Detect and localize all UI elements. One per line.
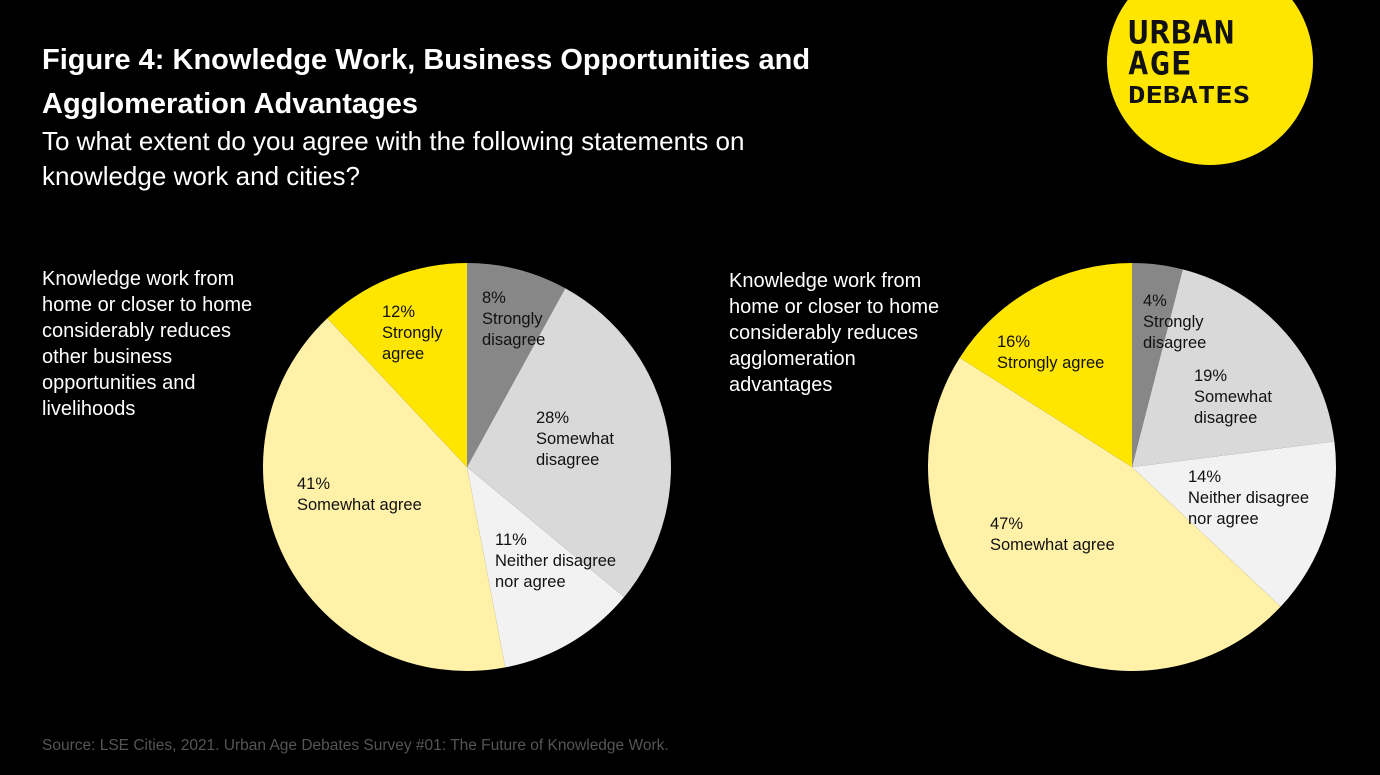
pie-2-slice-neither-disagree-nor-agree (1132, 441, 1336, 607)
data-label-value: 47% (990, 515, 1024, 533)
logo-line-1: URBAN (1128, 14, 1236, 53)
data-label-category: Somewhat agree (990, 536, 1115, 554)
pie-1-data-label: 41% Somewhat agree (297, 474, 422, 516)
data-label-value: 4% (1143, 292, 1167, 310)
pie-1-slice-somewhat-disagree (467, 288, 671, 598)
pie-1-slice-strongly-agree (327, 263, 467, 467)
pie-2-slice-strongly-agree (959, 263, 1132, 467)
figure-subtitle: To what extent do you agree with the fol… (42, 126, 745, 191)
pie-2-slice-somewhat-agree (928, 357, 1281, 671)
pie-2-data-label: 47% Somewhat agree (990, 514, 1115, 556)
logo-line-3: DEBATES (1128, 81, 1251, 109)
pie-2-slice-somewhat-disagree (1132, 269, 1335, 467)
logo-line-2: AGE (1128, 45, 1193, 84)
urban-age-debates-logo (1107, 0, 1313, 165)
data-label-value: 19% (1194, 367, 1228, 385)
data-label-value: 8% (482, 289, 506, 307)
data-label-value: 14% (1188, 468, 1222, 486)
data-label-value: 41% (297, 475, 331, 493)
data-label-category: Somewhat agree (297, 496, 422, 514)
data-label-value: 16% (997, 333, 1031, 351)
data-label-value: 11% (495, 531, 527, 549)
pie-1-slice-somewhat-agree (262, 318, 506, 671)
pie-2-data-label: 16% Strongly agree (997, 332, 1104, 374)
logo-text: URBAN AGE DEBATES (1128, 14, 1251, 111)
pie-2-question: Knowledge work from home or closer to ho… (729, 270, 940, 396)
data-label-value: 28% (536, 409, 570, 427)
pie-1-question: Knowledge work from home or closer to ho… (42, 268, 253, 420)
source-note: Source: LSE Cities, 2021. Urban Age Deba… (42, 737, 669, 754)
data-label-value: 12% (382, 303, 416, 321)
pie-1-slice-neither-disagree-nor-agree (467, 467, 625, 668)
pie-1-slice-strongly-disagree (467, 263, 566, 467)
pie-2-slice-strongly-disagree (1132, 263, 1183, 467)
data-label-category: Strongly agree (997, 354, 1105, 372)
figure-title: Figure 4: Knowledge Work, Business Oppor… (42, 44, 811, 120)
